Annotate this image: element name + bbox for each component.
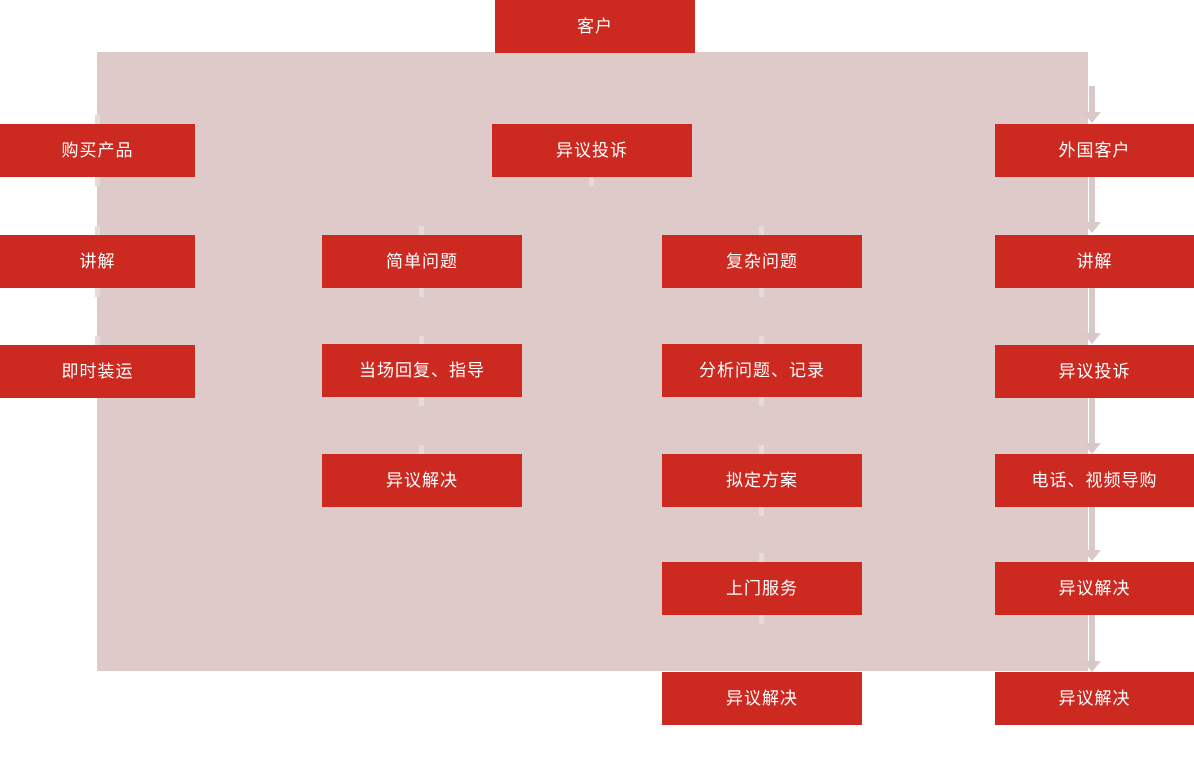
node-root-customer[interactable]: 客户 [495, 0, 695, 53]
connector-stub [95, 177, 100, 186]
connector-stub [589, 177, 594, 186]
connector-arrowhead [1083, 222, 1101, 233]
connector-stub [419, 226, 424, 235]
connector-arrowhead [1083, 661, 1101, 672]
node-objection-resolved-col4-b[interactable]: 异议解决 [995, 672, 1194, 725]
connector-arrowhead [1083, 112, 1101, 123]
node-draft-plan[interactable]: 拟定方案 [662, 454, 862, 507]
connector-stub [759, 553, 764, 562]
node-phone-video-shopping-guide[interactable]: 电话、视频导购 [995, 454, 1194, 507]
connector-line [1089, 288, 1095, 333]
node-purchase-product[interactable]: 购买产品 [0, 124, 195, 177]
connector-stub [759, 288, 764, 297]
node-objection-complaint-right[interactable]: 异议投诉 [995, 345, 1194, 398]
node-explain-right[interactable]: 讲解 [995, 235, 1194, 288]
connector-stub [95, 226, 100, 235]
connector-line [1089, 86, 1095, 112]
node-analyze-record[interactable]: 分析问题、记录 [662, 344, 862, 397]
node-instant-shipping[interactable]: 即时装运 [0, 345, 195, 398]
node-objection-resolved-col4-a[interactable]: 异议解决 [995, 562, 1194, 615]
connector-stub [759, 507, 764, 516]
connector-stub [95, 115, 100, 124]
connector-arrowhead [1083, 550, 1101, 561]
connector-line [1089, 177, 1095, 222]
connector-arrowhead [1083, 443, 1101, 454]
connector-stub [759, 397, 764, 406]
connector-stub [759, 615, 764, 624]
node-complex-issue[interactable]: 复杂问题 [662, 235, 862, 288]
connector-stub [95, 336, 100, 345]
connector-stub [419, 288, 424, 297]
connector-stub [419, 445, 424, 454]
node-objection-resolved-col3[interactable]: 异议解决 [662, 672, 862, 725]
node-explain-left[interactable]: 讲解 [0, 235, 195, 288]
connector-stub [95, 288, 100, 297]
node-simple-issue[interactable]: 简单问题 [322, 235, 522, 288]
node-onsite-reply-guidance[interactable]: 当场回复、指导 [322, 344, 522, 397]
node-foreign-customer[interactable]: 外国客户 [995, 124, 1194, 177]
node-objection-complaint-header[interactable]: 异议投诉 [492, 124, 692, 177]
connector-line [1089, 398, 1095, 443]
connector-stub [759, 226, 764, 235]
connector-stub [419, 397, 424, 406]
connector-line [1089, 507, 1095, 550]
connector-stub [419, 336, 424, 345]
connector-line [1089, 615, 1095, 661]
connector-stub [759, 336, 764, 345]
connector-stub [759, 445, 764, 454]
node-objection-resolved-col2[interactable]: 异议解决 [322, 454, 522, 507]
node-onsite-service[interactable]: 上门服务 [662, 562, 862, 615]
connector-arrowhead [1083, 333, 1101, 344]
